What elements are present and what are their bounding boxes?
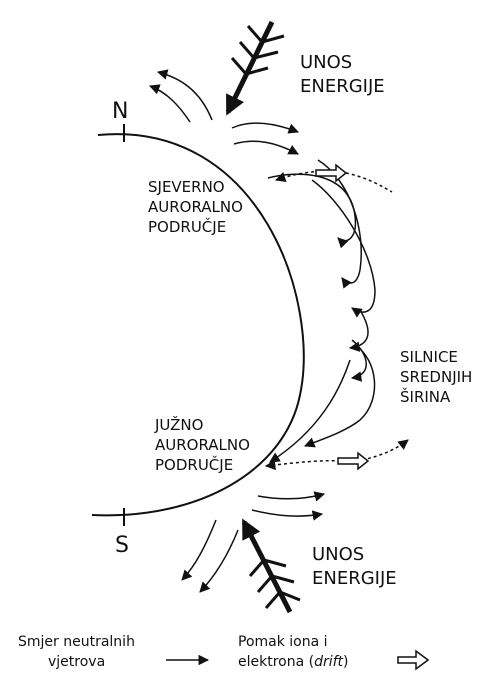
wind-arrow bbox=[251, 509, 324, 521]
field-line bbox=[317, 159, 362, 289]
legend-wind-label: Smjer neutralnih vjetrova bbox=[18, 634, 139, 670]
drift-south bbox=[264, 439, 409, 471]
wind-arrow bbox=[231, 122, 299, 134]
energy-input-arrow-bottom bbox=[241, 518, 301, 614]
wind-arrow bbox=[233, 140, 299, 155]
field-lines-label: SILNICE SREDNJIH ŠIRINA bbox=[400, 348, 477, 406]
drift-north bbox=[275, 163, 393, 193]
energy-input-label-top: UNOS ENERGIJE bbox=[300, 52, 385, 97]
earth-arc bbox=[91, 133, 305, 517]
field-line bbox=[348, 309, 369, 352]
field-line bbox=[350, 339, 367, 382]
neutral-wind-arrows-south bbox=[181, 491, 326, 593]
field-lines-north bbox=[267, 159, 376, 318]
neutral-wind-arrows-north bbox=[149, 69, 299, 155]
field-lines-south bbox=[269, 309, 376, 463]
field-line bbox=[311, 179, 376, 318]
wind-arrow bbox=[149, 84, 191, 123]
legend-drift-label: Pomak iona i elektrona (drift) bbox=[238, 634, 349, 670]
field-line bbox=[269, 359, 351, 463]
south-pole-label: S bbox=[115, 533, 129, 558]
drift-open-arrow bbox=[337, 451, 370, 471]
energy-input-arrow-top bbox=[225, 20, 285, 116]
south-auroral-label: JUŽNO AURORALNO PODRUČJE bbox=[154, 415, 255, 474]
wind-arrow bbox=[257, 491, 326, 502]
wind-arrow bbox=[199, 529, 239, 593]
wind-arrow bbox=[181, 519, 217, 581]
north-auroral-label: SJEVERNO AURORALNO PODRUČJE bbox=[148, 178, 248, 236]
energy-input-label-bottom: UNOS ENERGIJE bbox=[312, 544, 397, 589]
drift-open-arrow bbox=[315, 163, 348, 183]
north-pole-label: N bbox=[112, 99, 128, 124]
field-line bbox=[304, 344, 376, 448]
wind-arrow bbox=[156, 69, 213, 121]
legend: Smjer neutralnih vjetrova Pomak iona i e… bbox=[18, 634, 430, 671]
legend-drift-open-arrow bbox=[397, 649, 430, 671]
